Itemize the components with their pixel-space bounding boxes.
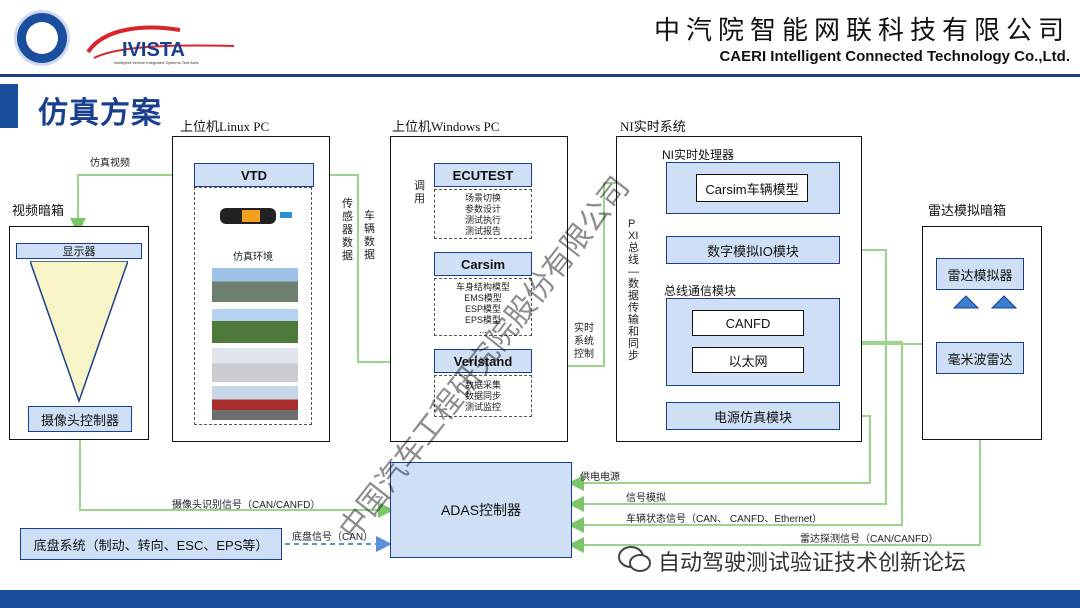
camera-controller-block: 摄像头控制器 [28,406,132,432]
carsim-model-block: Carsim车辆模型 [696,174,808,202]
label-realtime-ctrl: 实时系统控制 [574,323,594,360]
vehicle-model-image [212,198,298,230]
ethernet-block: 以太网 [692,347,804,373]
label-vehicle-data: 车辆数据 [364,210,375,261]
edge-sim-video [70,174,194,234]
carsim-item: ... [479,325,487,335]
edge-camera-signal [79,436,394,518]
wechat-icon [618,546,651,572]
title-accent-bar [0,84,18,128]
carsim-items-panel: 车身结构模型 EMS模型 ESP模型 EPS模型 ... [434,278,532,336]
ecutest-item: 测试报告 [464,226,501,236]
ecutest-block: ECUTEST [434,163,532,187]
adas-controller-block: ADAS控制器 [390,462,572,558]
section-ni-system: NI实时系统 [620,119,686,134]
ivista-logo-text: IVISTA [122,39,185,61]
radar-simulator-block: 雷达模拟器 [936,258,1024,290]
edge-vehicle-state [568,341,903,533]
scene-image-traffic [212,386,298,420]
label-call: 调用 [414,180,425,205]
digital-io-block: 数字模拟IO模块 [666,236,840,264]
label-sensor-data: 传感器数据 [342,198,353,262]
label-radar-detect: 雷达探测信号（CAN/CANFD） [800,534,939,545]
veristand-items-panel: 数据采集 数据同步 测试监控 [434,375,532,417]
caeri-seal-center [26,22,58,54]
section-linux-pc: 上位机Linux PC [180,119,270,134]
canfd-block: CANFD [692,310,804,336]
display-block: 显示器 [16,243,142,259]
display-view-cone [30,261,128,403]
bus-comm-label: 总线通信模块 [664,284,737,298]
radar-antenna-icons [952,295,1018,309]
veristand-item: 数据同步 [464,391,501,401]
ecutest-item: 场景切换 [464,193,501,203]
label-camera-signal: 摄像头识别信号（CAN/CANFD） [172,500,321,511]
section-windows-pc: 上位机Windows PC [392,119,500,134]
power-sim-block: 电源仿真模块 [666,402,840,430]
ecutest-item: 参数设计 [464,204,501,214]
caeri-seal-logo [14,10,70,66]
footer-bar [0,590,1080,608]
ecutest-items-panel: 场景切换 参数设计 测试执行 测试报告 [434,189,532,239]
carsim-item: 车身结构模型 [455,282,510,292]
label-pxi-bus: PXI总线—数据传输和同步 [628,218,639,362]
veristand-item: 测试监控 [464,402,501,412]
company-name-cn: 中汽院智能网联科技有限公司 [653,16,1070,46]
company-name-en: CAERI Intelligent Connected Technology C… [719,48,1070,65]
watermark-wechat: 自动驾驶测试验证技术创新论坛 [658,551,967,576]
slide-title: 仿真方案 [38,96,162,131]
ivista-logo-sub: Intelligent Vehicle Integrated Systems T… [114,60,199,65]
scene-image-snow [212,348,298,382]
veristand-block: Veristand [434,349,532,373]
ni-processor-label: NI实时处理器 [662,148,735,162]
ivista-logo: IVISTA Intelligent Vehicle Integrated Sy… [86,25,235,65]
carsim-item: ESP模型 [464,304,501,314]
label-power-supply: 供电电源 [580,472,620,483]
carsim-item: EMS模型 [464,293,502,303]
label-sim-video: 仿真视频 [90,158,130,169]
label-signal-sim: 信号模拟 [626,493,666,504]
vtd-block: VTD [194,163,314,187]
mmwave-radar-block: 毫米波雷达 [936,342,1024,374]
scene-image-road [212,309,298,343]
carsim-item: EPS模型 [464,315,501,325]
label-chassis-signal: 底盘信号（CAN） [292,532,374,543]
chassis-system-block: 底盘系统（制动、转向、ESC、EPS等） [20,528,282,560]
edge-signal-sim [568,249,887,512]
ecutest-item: 测试执行 [464,215,501,225]
sim-env-label: 仿真环境 [233,252,273,263]
veristand-item: 数据采集 [464,380,501,390]
scene-image-highway [212,268,298,302]
carsim-block: Carsim [434,252,532,276]
section-video-box: 视频暗箱 [12,203,65,218]
header-divider [0,74,1080,77]
label-vehicle-state: 车辆状态信号（CAN、 CANFD、Ethernet） [626,514,823,525]
section-radar-box: 雷达模拟暗箱 [928,203,1007,218]
